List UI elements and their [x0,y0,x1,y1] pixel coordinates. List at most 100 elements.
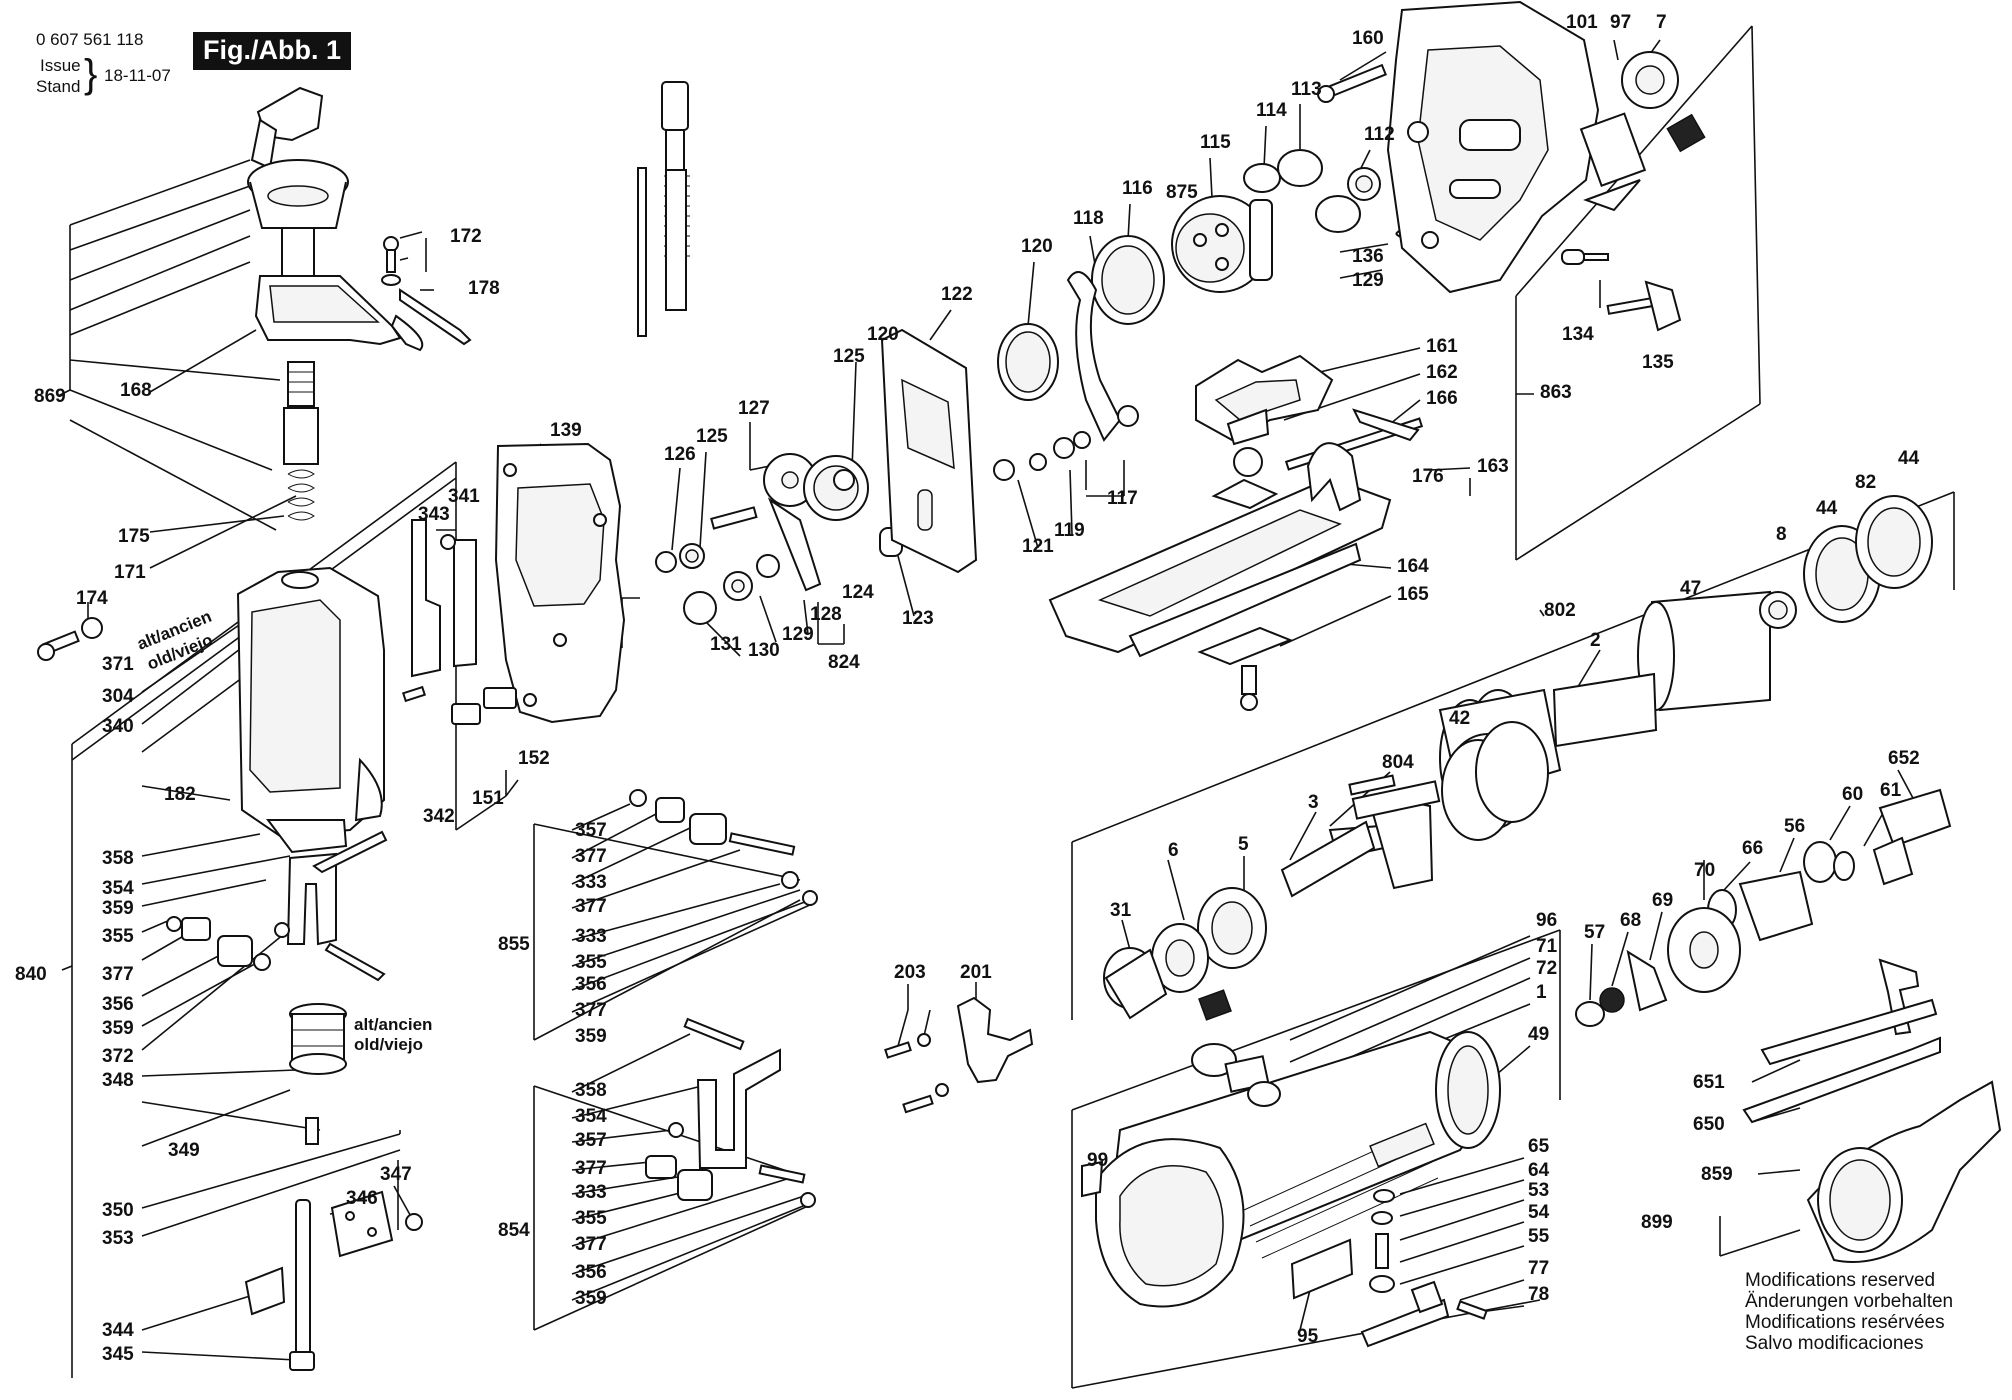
leader-line [141,919,171,933]
part-label-71: 71 [1536,936,1558,957]
part-label-341: 341 [448,486,480,507]
part-label-343: 343 [418,504,450,525]
leader-line [929,309,952,341]
part-label-31: 31 [1110,900,1132,921]
part-label-855: 855 [498,934,530,955]
part-label-70: 70 [1694,860,1715,881]
part-label-97: 97 [1610,12,1631,33]
part-label-358: 358 [102,848,134,869]
part-label-652: 652 [1888,748,1920,769]
part-label-57: 57 [1584,922,1605,943]
leader-line [505,779,519,797]
rings-drawing [993,235,1165,481]
part-label-168: 168 [120,380,152,401]
leader-line [571,883,781,941]
part-label-95: 95 [1297,1326,1319,1347]
part-label-60: 60 [1842,784,1863,805]
part-label-127: 127 [738,398,770,419]
leader-line [61,965,73,971]
leader-line [149,495,297,569]
part-label-122: 122 [941,284,973,305]
note-old-3: alt/ancien [354,1015,432,1034]
part-label-118: 118 [1073,208,1104,229]
part-label-53: 53 [1528,1180,1549,1201]
leader-line [1649,911,1663,961]
leader-line [455,795,507,831]
leader-line [1829,805,1851,841]
leader-line [141,671,251,753]
leader-line [141,1149,401,1237]
part-label-333: 333 [575,872,607,893]
part-label-356: 356 [102,994,134,1015]
part-label-172: 172 [450,226,482,247]
leader-line [1017,479,1039,549]
leader-line [1209,157,1213,199]
note-old-4: old/viejo [354,1035,423,1054]
part-label-99: 99 [1087,1150,1108,1171]
part-label-44: 44 [1898,448,1920,469]
leader-line [571,899,811,991]
leader-line [69,261,251,336]
leader-line [1071,1299,1541,1389]
part-label-55: 55 [1528,1226,1550,1247]
air-connector-drawing [1575,788,2002,1263]
leader-line [533,823,801,881]
part-label-5: 5 [1238,834,1249,855]
shaft-875-drawing [637,81,690,337]
part-label-171: 171 [114,562,146,583]
leader-line [1719,1229,1801,1257]
part-label-125: 125 [833,346,865,367]
part-label-123: 123 [902,608,934,629]
leader-line [1897,769,1915,801]
leader-line [1359,149,1371,171]
part-label-824: 824 [828,652,860,673]
leader-line [699,451,707,549]
part-label-49: 49 [1528,1024,1549,1045]
leader-line [571,1195,805,1275]
part-label-69: 69 [1652,890,1673,911]
part-label-344: 344 [102,1320,134,1341]
leader-line [1575,649,1601,691]
part-label-356: 356 [575,1262,607,1283]
leader-line [923,1009,931,1037]
part-label-354: 354 [102,878,134,899]
part-label-804: 804 [1382,752,1414,773]
leader-line [1289,935,1531,1041]
leader-line [1069,469,1073,535]
leader-line [141,785,231,801]
part-label-347: 347 [380,1164,412,1185]
housing-182-drawing [166,566,423,1371]
leader-line [1459,1279,1525,1301]
part-label-859: 859 [1701,1164,1733,1185]
leader-line [571,1033,691,1093]
leader-line [803,599,809,635]
leader-line [149,515,285,533]
part-label-114: 114 [1256,100,1287,121]
part-label-126: 126 [664,444,696,465]
part-label-120: 120 [1021,236,1053,257]
leader-line [69,209,251,281]
part-label-131: 131 [710,634,742,655]
leader-line [671,467,681,551]
part-label-359: 359 [102,898,134,919]
part-label-355: 355 [575,952,607,973]
stand-label: Stand [36,77,81,96]
bottom-housing-drawing [1081,1030,1501,1348]
part-label-201: 201 [960,962,992,983]
part-label-854: 854 [498,1220,530,1241]
part-label-136: 136 [1352,246,1384,267]
part-label-342: 342 [423,806,455,827]
leader-line [1539,609,1545,617]
leader-line [897,1009,909,1047]
part-label-65: 65 [1528,1136,1550,1157]
part-label-124: 124 [842,582,874,603]
leader-line [571,1129,673,1143]
part-label-359: 359 [575,1288,607,1309]
part-label-869: 869 [34,386,66,407]
leader-line [141,833,261,857]
leader-line [1299,1289,1311,1331]
part-label-377: 377 [575,1000,607,1021]
part-label-354: 354 [575,1106,607,1127]
part-label-340: 340 [102,716,134,737]
part-label-346: 346 [346,1188,378,1209]
